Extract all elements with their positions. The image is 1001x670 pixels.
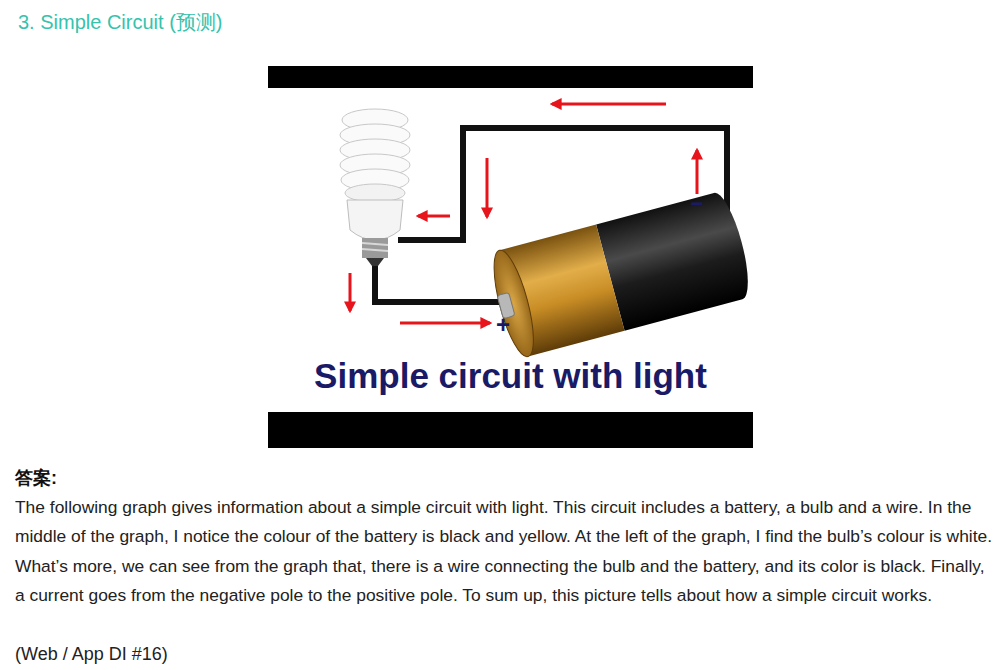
section-title: 3. Simple Circuit (预测) bbox=[18, 9, 618, 35]
answer-text: The following graph gives information ab… bbox=[15, 493, 995, 611]
current-arrow bbox=[350, 104, 697, 323]
battery bbox=[486, 189, 756, 360]
pole-sign: − bbox=[686, 192, 708, 216]
source-note: (Web / App DI #16) bbox=[15, 641, 415, 667]
top-bar bbox=[268, 66, 753, 88]
pole-sign: + bbox=[492, 312, 514, 338]
bottom-bar bbox=[268, 412, 753, 448]
answer-heading: 答案: bbox=[15, 466, 215, 490]
figure-caption: Simple circuit with light bbox=[268, 354, 753, 398]
bulb bbox=[340, 109, 410, 266]
